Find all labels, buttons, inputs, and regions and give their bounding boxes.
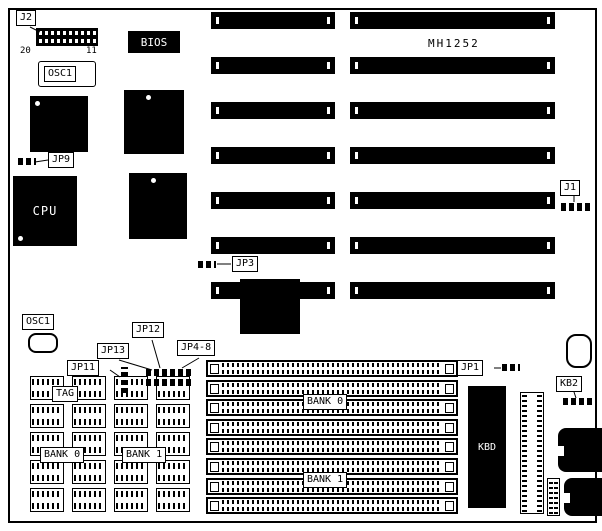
- label-j2: J2: [16, 10, 37, 26]
- simm-socket: [206, 380, 458, 397]
- dram-chip: [114, 460, 148, 484]
- isa-slot-segment-right: [350, 282, 555, 299]
- label-jp1: JP1: [457, 360, 484, 376]
- jp1-jumper: [502, 364, 520, 371]
- dram-chip: [114, 488, 148, 512]
- simm-socket: [206, 360, 458, 377]
- isa-slot-segment-left: [211, 147, 335, 164]
- qfp-chip-1: [30, 96, 88, 152]
- j2-pin-11-label: 11: [86, 46, 97, 56]
- bios-chip: BIOS: [128, 31, 180, 53]
- jp3-jumper: [198, 261, 216, 268]
- isa-slot-segment-right: [350, 192, 555, 209]
- simm-socket: [206, 419, 458, 436]
- osc1-bottom-component: [28, 333, 58, 353]
- kbd-controller-chip: KBD: [468, 386, 506, 508]
- qfp-chip-3: [129, 173, 187, 239]
- j2-connector: [36, 28, 98, 46]
- dram-chip: [114, 404, 148, 428]
- jp11-jumper: [121, 367, 128, 393]
- dram-chip: [72, 460, 106, 484]
- label-jp3: JP3: [232, 256, 259, 272]
- simm-socket: [206, 497, 458, 514]
- isa-slot-segment-right: [350, 237, 555, 254]
- label-jp11: JP11: [67, 360, 100, 376]
- jp12-jp13-jumper-row: [146, 369, 192, 376]
- pin1-dot: [151, 178, 156, 183]
- label-jp4-8: JP4-8: [177, 340, 216, 356]
- cpu-chip: CPU: [13, 176, 77, 246]
- dram-chip: [30, 404, 64, 428]
- pin1-dot: [146, 95, 151, 100]
- label-jp12: JP12: [132, 322, 165, 338]
- j2-pin-20-label: 20: [20, 46, 31, 56]
- isa-slot-segment-right: [350, 102, 555, 119]
- keyboard-din-connector: [558, 428, 602, 472]
- dram-chip: [30, 460, 64, 484]
- isa-slot-segment-left: [211, 12, 335, 29]
- qfp-chip-2: [124, 90, 184, 154]
- dram-chip: [156, 460, 190, 484]
- dram-chip: [30, 488, 64, 512]
- fuse-component: [566, 334, 592, 368]
- board-model-label: MH1252: [428, 37, 480, 50]
- label-j1: J1: [560, 180, 581, 196]
- dram-chip: [156, 404, 190, 428]
- bank1-left-label: BANK 1: [122, 447, 167, 463]
- simm-socket: [206, 458, 458, 475]
- jp4-8-jumper-row: [146, 379, 192, 386]
- label-kb2: KB2: [556, 376, 583, 392]
- resistor-pack: [520, 392, 544, 514]
- label-jp13: JP13: [97, 343, 130, 359]
- bank0-center-label: BANK 0: [303, 394, 348, 410]
- isa-slot-segment-left: [211, 57, 335, 74]
- dram-chip: [156, 488, 190, 512]
- isa-slot-segment-left: [211, 237, 335, 254]
- pin1-dot: [35, 101, 40, 106]
- tag-label: TAG: [52, 386, 79, 402]
- isa-slot-segment-left: [211, 192, 335, 209]
- simm-socket: [206, 438, 458, 455]
- aux-connector: [564, 478, 602, 516]
- j1-jumper: [561, 203, 590, 211]
- dram-chip: [72, 488, 106, 512]
- bank1-center-label: BANK 1: [303, 472, 348, 488]
- isa-slot-segment-right: [350, 12, 555, 29]
- osc1-top-label: OSC1: [44, 66, 77, 82]
- osc1-bottom-label: OSC1: [22, 314, 55, 330]
- isa-slot-segment-left: [211, 102, 335, 119]
- label-jp9: JP9: [48, 152, 75, 168]
- small-header: [547, 478, 560, 516]
- dram-chip: [72, 404, 106, 428]
- board-outline: [8, 8, 597, 523]
- isa-slot-segment-right: [350, 147, 555, 164]
- jp9-jumper: [18, 158, 36, 165]
- isa-slot-segment-left: [211, 282, 335, 299]
- kb2-jumper: [563, 398, 594, 405]
- cpu-pin1-dot: [18, 236, 23, 241]
- isa-slot-segment-right: [350, 57, 555, 74]
- bank0-left-label: BANK 0: [40, 447, 85, 463]
- dram-chip: [72, 376, 106, 400]
- dram-chip: [114, 376, 148, 400]
